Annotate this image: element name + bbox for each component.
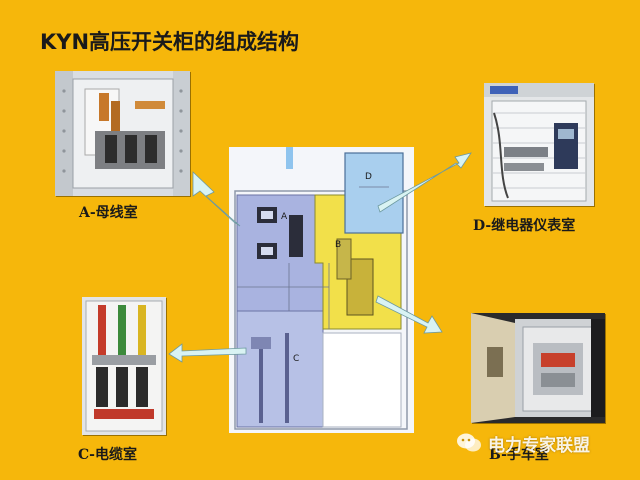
diagram-label-a: A: [281, 212, 288, 222]
diagram-label-b: B: [335, 240, 341, 250]
switchgear-cross-section-diagram: A B C D: [229, 147, 414, 433]
caption-cable-compartment: C-电缆室: [78, 447, 137, 463]
diagram-label-c: C: [293, 354, 299, 364]
photo-busbar-compartment: [55, 71, 190, 196]
diagram-label-d: D: [365, 172, 372, 182]
photo-trolley-compartment: [471, 313, 605, 423]
watermark-text: 电力专家联盟: [488, 435, 590, 456]
caption-relay-compartment: D-继电器仪表室: [473, 218, 576, 234]
page-title: KYN高压开关柜的组成结构: [40, 30, 300, 54]
caption-trolley-compartment: B-手车室: [489, 447, 549, 463]
watermark: 电力专家联盟: [456, 430, 590, 456]
chat-bubbles-icon: [457, 433, 481, 452]
caption-busbar-compartment: A-母线室: [79, 205, 138, 221]
photo-relay-compartment: [484, 83, 594, 206]
photo-cable-compartment: [82, 297, 166, 435]
